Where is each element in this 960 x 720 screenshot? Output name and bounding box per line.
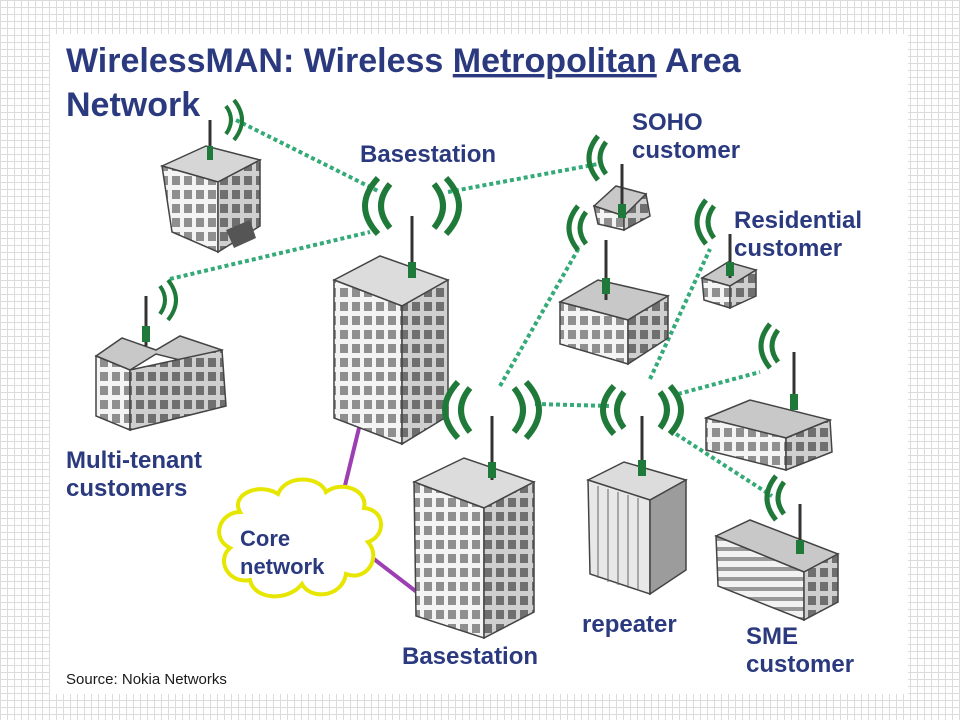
core-network-cloud: Core network <box>217 477 383 599</box>
link-repeater-to-sme <box>674 432 774 498</box>
multi-tenant-building: Multi-tenant customers <box>66 278 227 502</box>
link-basestation-to-soho <box>447 162 599 194</box>
wirelessman-diagram: WirelessMAN: Wireless Metropolitan Area … <box>66 42 862 688</box>
basestation-tower-bottom: Basestation <box>402 379 542 670</box>
link-repeater-to-factory <box>677 370 761 396</box>
residential-house: Residential customer <box>694 198 862 310</box>
signal-wave-right-icon <box>511 379 542 441</box>
signal-wave-icon <box>224 98 244 142</box>
link-basestation-to-repeater <box>534 402 611 408</box>
soho-label-2: customer <box>632 137 740 164</box>
repeater-label: repeater <box>582 611 677 638</box>
core-label-1: Core <box>240 526 290 551</box>
link-repeater-to-residential <box>648 248 712 380</box>
link-basestation-to-smallhouse <box>498 245 582 387</box>
signal-wave-left-icon <box>600 383 627 437</box>
signal-wave-icon <box>758 322 781 370</box>
core-label-2: network <box>240 554 325 579</box>
multitenant-label-1: Multi-tenant <box>66 447 202 474</box>
slide: WirelessMAN: Wireless Metropolitan Area … <box>50 34 908 694</box>
wireless-links <box>169 118 774 498</box>
link-office-to-basestation <box>235 118 381 194</box>
signal-wave-right-icon <box>431 175 462 237</box>
office-building <box>159 98 263 254</box>
signal-wave-icon <box>764 474 787 522</box>
core-link-to-bottom-basestation <box>368 554 424 598</box>
title-line-1: WirelessMAN: Wireless Metropolitan Area <box>66 42 742 80</box>
sme-label-2: customer <box>746 651 854 678</box>
basestation-bottom-label: Basestation <box>402 643 538 670</box>
soho-label-1: SOHO <box>632 109 703 136</box>
multitenant-label-2: customers <box>66 475 187 502</box>
signal-wave-icon <box>586 134 609 182</box>
signal-wave-left-icon <box>362 175 393 237</box>
basestation-tower-top: Basestation <box>332 141 496 446</box>
signal-wave-icon <box>158 278 178 322</box>
signal-wave-icon <box>694 198 717 246</box>
small-house <box>558 204 670 366</box>
repeater-building: repeater <box>582 383 688 638</box>
sme-building: SME customer <box>714 474 854 678</box>
source-caption: Source: Nokia Networks <box>66 671 227 688</box>
basestation-top-label: Basestation <box>360 141 496 168</box>
residential-label-2: customer <box>734 235 842 262</box>
signal-wave-left-icon <box>442 379 473 441</box>
residential-label-1: Residential <box>734 207 862 234</box>
signal-wave-icon <box>566 204 589 252</box>
factory-building <box>703 322 833 472</box>
title-line-2: Network <box>66 86 200 124</box>
link-multitenant-to-basestation <box>169 230 371 281</box>
signal-wave-right-icon <box>657 383 684 437</box>
soho-house: SOHO customer <box>586 109 740 232</box>
sme-label-1: SME <box>746 623 798 650</box>
